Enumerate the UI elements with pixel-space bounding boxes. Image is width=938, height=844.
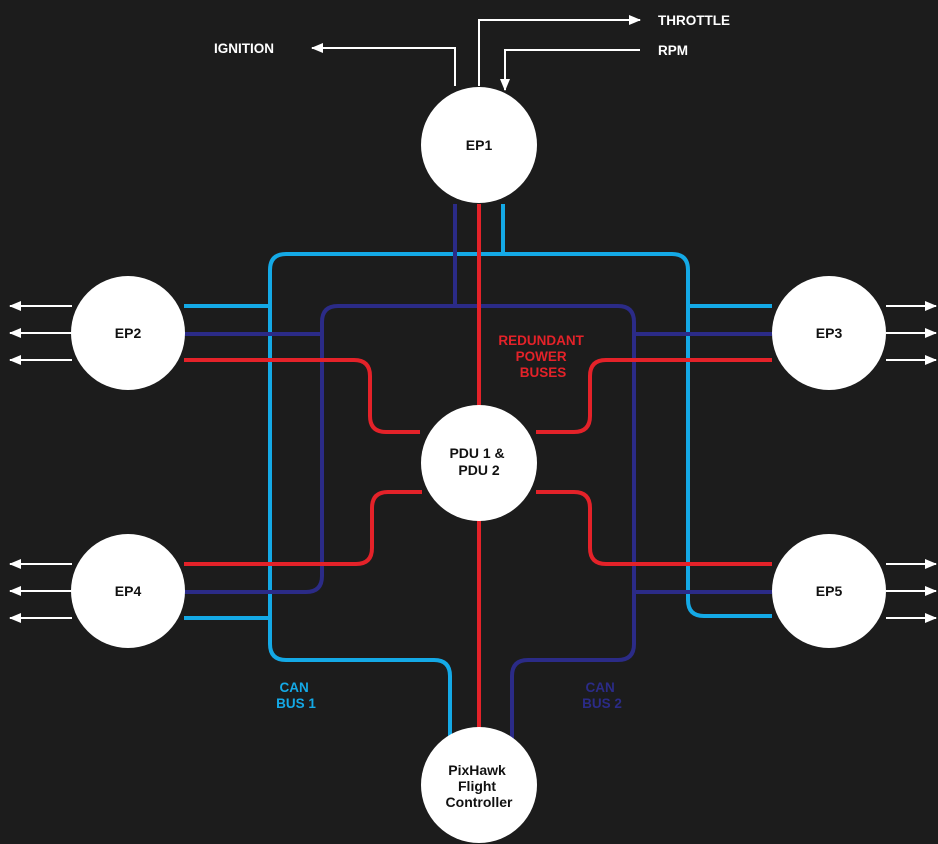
rpm-arrow (500, 49, 640, 91)
ep4-label: EP4 (115, 583, 142, 599)
can-bus-1-label: CAN BUS 1 (276, 680, 316, 711)
pdu-circle (421, 405, 537, 521)
throttle-arrow (478, 15, 641, 86)
ep1-circle (421, 87, 537, 203)
can-bus-2-left-trunk (184, 204, 457, 594)
power-bus-ep3-link (536, 358, 772, 434)
can-bus-1-right-trunk (503, 252, 772, 618)
node-ep1: EP1 (421, 87, 537, 203)
pixhawk-label: PixHawk Flight Controller (446, 762, 513, 810)
ignition-label: IGNITION (214, 41, 274, 56)
ep2-circle (71, 276, 185, 390)
ep5-label: EP5 (816, 583, 843, 599)
power-bus-ep5-link (536, 490, 772, 566)
power-bus-ep4-link (184, 490, 422, 566)
right-output-arrows (886, 301, 937, 623)
node-ep3: EP3 (772, 276, 886, 390)
can-bus-2-right-trunk (455, 304, 636, 742)
node-ep2: EP2 (71, 276, 185, 390)
power-bus-wiring (184, 204, 772, 742)
ep1-label: EP1 (466, 137, 493, 153)
pixhawk-circle (421, 727, 537, 843)
rpm-label: RPM (658, 43, 688, 58)
node-pdu: PDU 1 & PDU 2 (421, 405, 537, 521)
ep3-circle (772, 276, 886, 390)
power-bus-ep2-link (184, 358, 420, 434)
power-bus-label: REDUNDANT POWER BUSES (498, 333, 587, 380)
ep3-label: EP3 (816, 325, 843, 341)
node-ep5: EP5 (772, 534, 886, 648)
can-bus-2-wiring (184, 204, 772, 742)
ep4-circle (71, 534, 185, 648)
can-bus-2-label: CAN BUS 2 (582, 680, 622, 711)
ignition-arrow (311, 43, 456, 86)
ep2-label: EP2 (115, 325, 142, 341)
ep1-signal-lines (311, 15, 641, 91)
can-bus-1-wiring (184, 204, 772, 742)
pdu-label: PDU 1 & PDU 2 (449, 445, 508, 478)
throttle-label: THROTTLE (658, 13, 730, 28)
ep5-circle (772, 534, 886, 648)
left-output-arrows (9, 301, 72, 623)
node-pixhawk-flight-controller: PixHawk Flight Controller (421, 727, 537, 843)
can-bus-1-trunk (268, 204, 505, 742)
node-ep4: EP4 (71, 534, 185, 648)
